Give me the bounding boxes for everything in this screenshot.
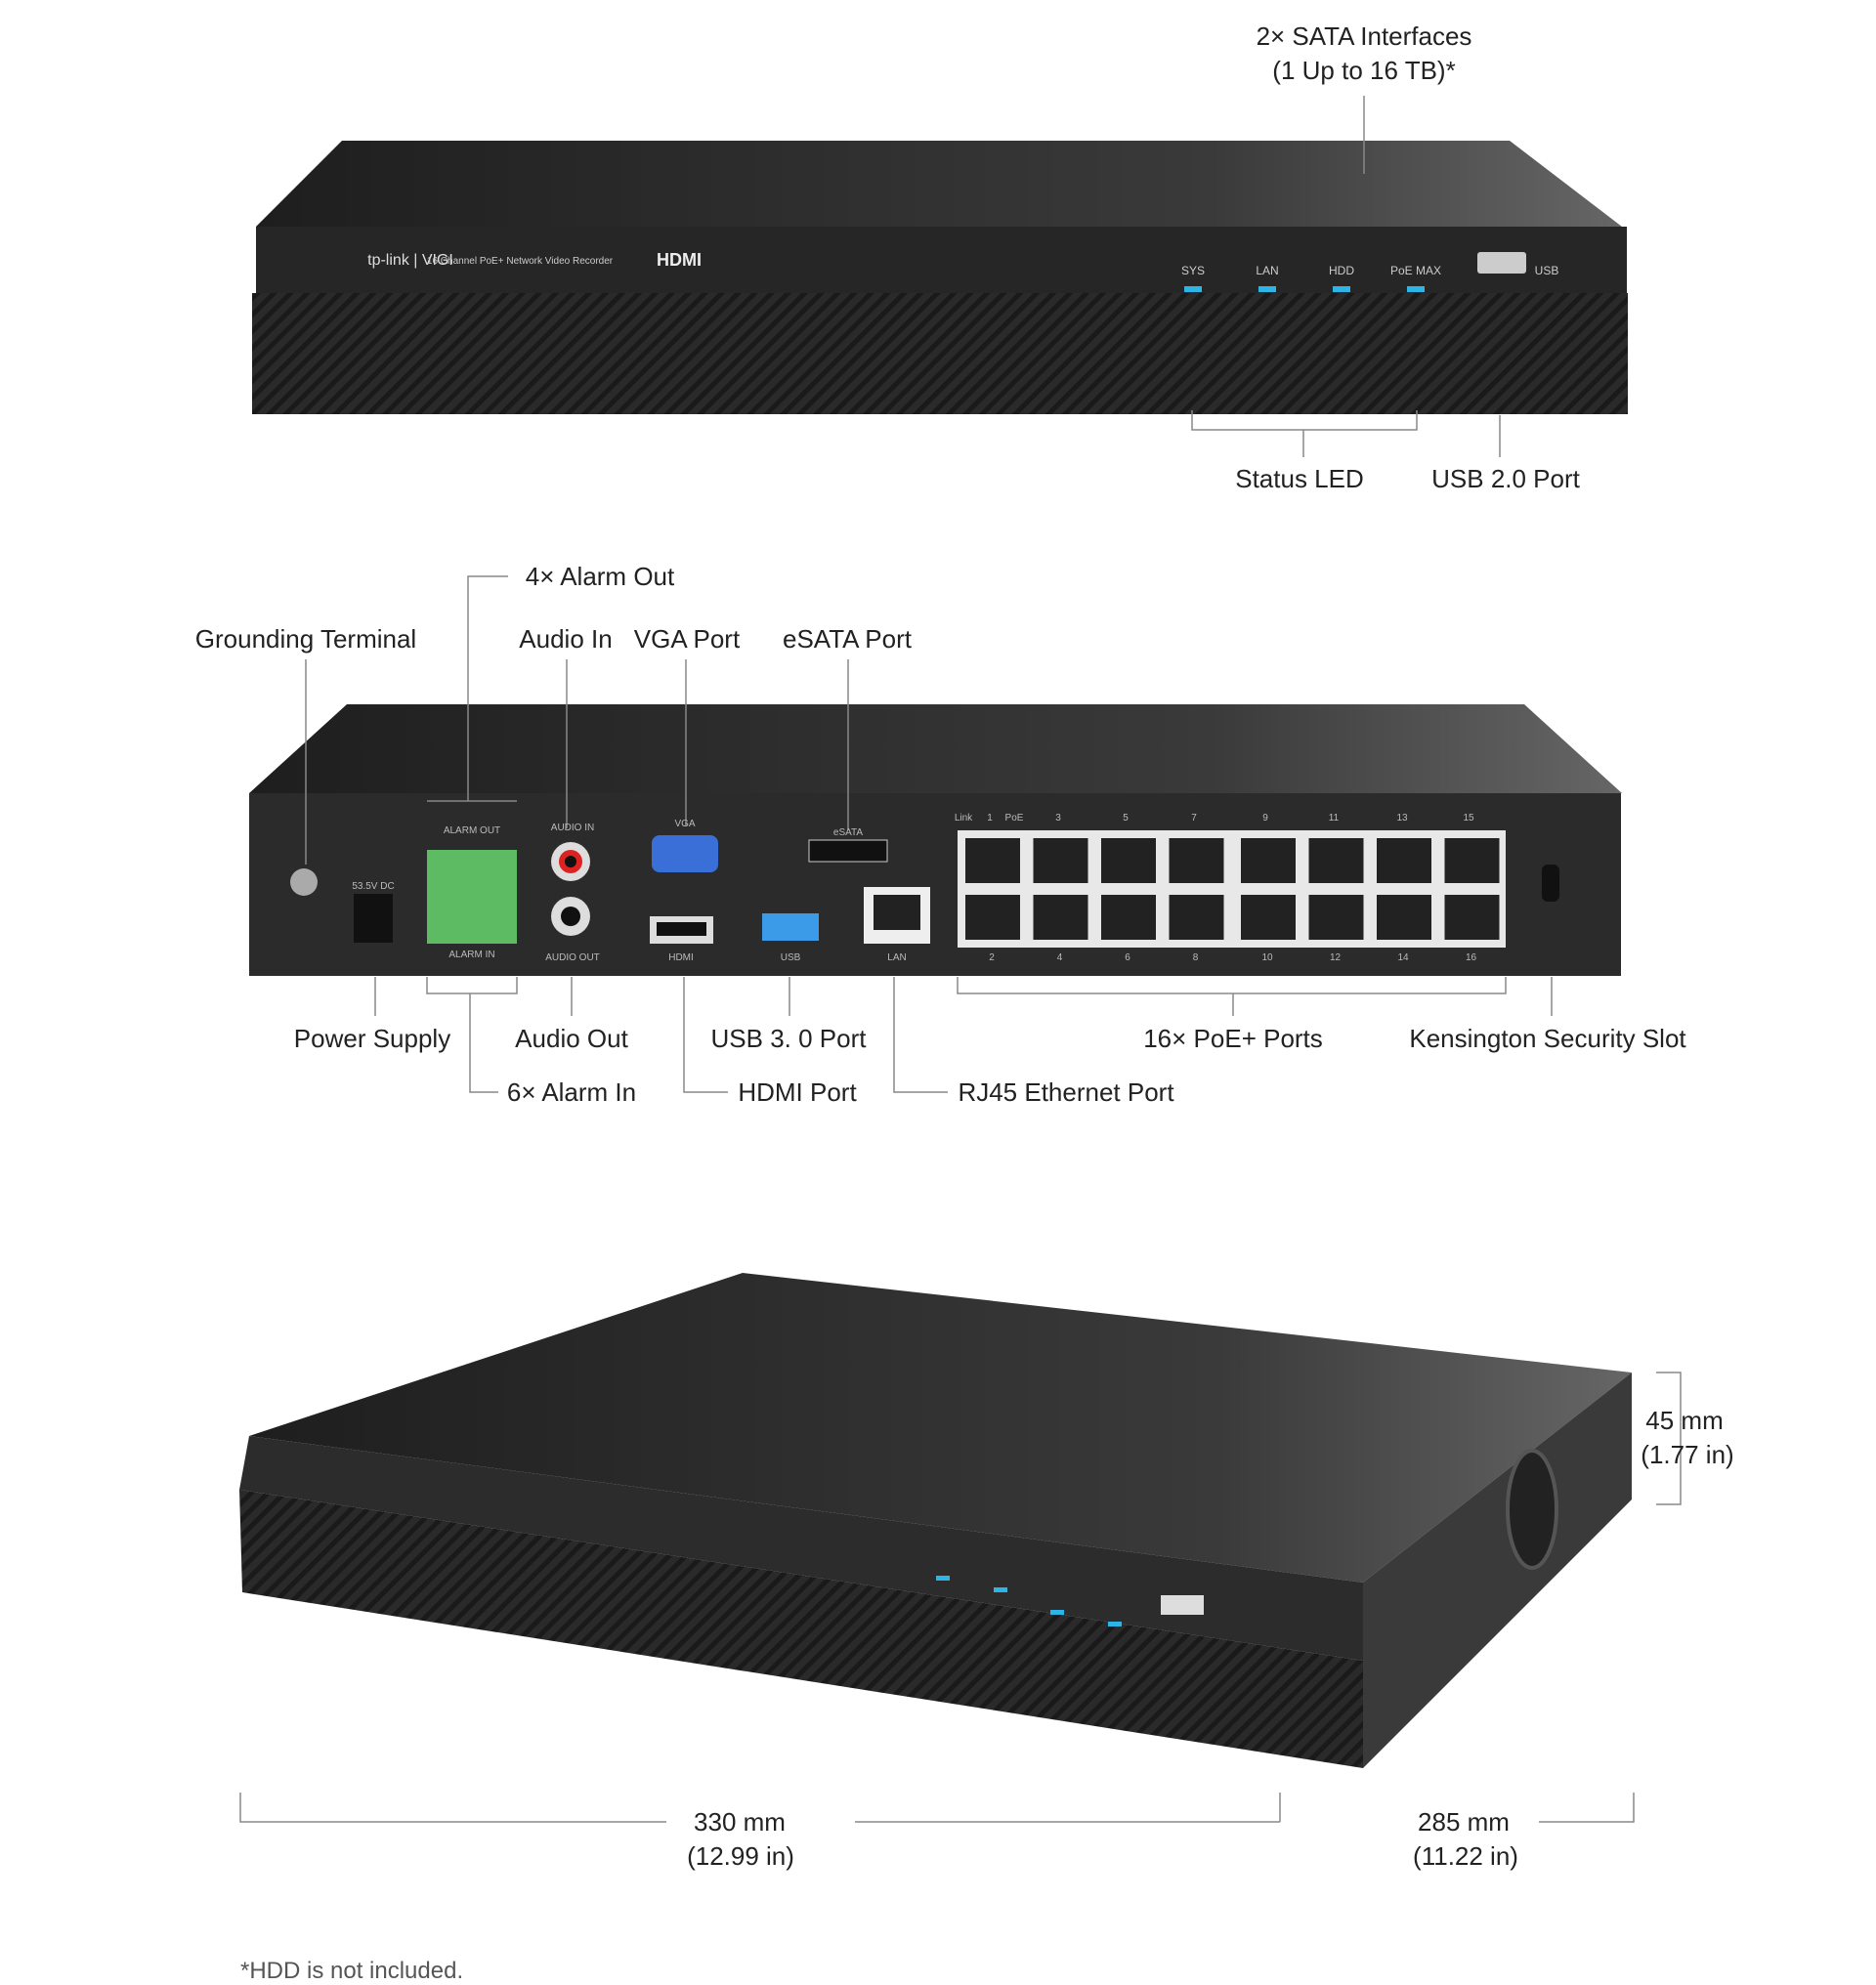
sata-capacity-label: (1 Up to 16 TB)* bbox=[1272, 56, 1456, 85]
poe-max-led bbox=[1407, 286, 1425, 292]
hdmi-port-label: HDMI Port bbox=[738, 1077, 857, 1107]
panel-dc: 53.5V DC bbox=[352, 881, 395, 892]
port-label-bottom: 8 bbox=[1192, 952, 1199, 963]
panel-audio-out: AUDIO OUT bbox=[545, 952, 600, 963]
sys-label: SYS bbox=[1180, 264, 1206, 277]
poe-port-grid bbox=[958, 830, 1506, 948]
port-label-bottom: 2 bbox=[989, 952, 995, 963]
port-label-bottom: 16 bbox=[1465, 952, 1477, 963]
power-supply-label: Power Supply bbox=[293, 1024, 451, 1053]
port-label-bottom: 10 bbox=[1261, 952, 1273, 963]
usb3-port-label: USB 3. 0 Port bbox=[710, 1024, 867, 1053]
poe-port-16 bbox=[1444, 895, 1500, 940]
audio-in-label: Audio In bbox=[519, 624, 613, 654]
audio-out-label: Audio Out bbox=[515, 1024, 628, 1053]
poe-port-10 bbox=[1241, 895, 1296, 940]
grounding-terminal-label: Grounding Terminal bbox=[194, 624, 417, 654]
leader-lines bbox=[239, 96, 1682, 1823]
poe-max-label: PoE MAX bbox=[1389, 264, 1442, 277]
hdd-led bbox=[1333, 286, 1350, 292]
nvr-front-view bbox=[252, 141, 1628, 414]
usb-label: USB bbox=[1534, 264, 1559, 277]
poe-port-8 bbox=[1169, 895, 1224, 940]
poe-port-7 bbox=[1169, 838, 1224, 883]
port-label-bottom: 12 bbox=[1329, 952, 1342, 963]
port-label-top: PoE bbox=[1004, 813, 1024, 824]
port-label-bottom: 4 bbox=[1056, 952, 1063, 963]
depth-mm: 285 mm bbox=[1418, 1807, 1510, 1837]
sata-label: 2× SATA Interfaces bbox=[1256, 21, 1472, 51]
poe-port-3 bbox=[1033, 838, 1088, 883]
width-mm: 330 mm bbox=[694, 1807, 786, 1837]
port-label-top: 9 bbox=[1262, 813, 1268, 824]
kensington-slot bbox=[1542, 865, 1559, 902]
nvr-rear-view bbox=[249, 704, 1622, 976]
poe-port-4 bbox=[1033, 895, 1088, 940]
led-row bbox=[1184, 286, 1425, 292]
panel-hdmi: HDMI bbox=[668, 952, 694, 963]
esata-port bbox=[808, 839, 888, 863]
port-label-top: 1 bbox=[987, 813, 993, 824]
lan-label: LAN bbox=[1256, 264, 1279, 277]
footnote: *HDD is not included. bbox=[240, 1958, 464, 1984]
poe-port-12 bbox=[1308, 895, 1364, 940]
alarm-out-label: 4× Alarm Out bbox=[525, 562, 675, 591]
poe-port-5 bbox=[1101, 838, 1156, 883]
esata-port-label: eSATA Port bbox=[783, 624, 912, 654]
rj45-port-label: RJ45 Ethernet Port bbox=[958, 1077, 1174, 1107]
alarm-in-label: 6× Alarm In bbox=[506, 1077, 637, 1107]
poe-ports-label: 16× PoE+ Ports bbox=[1143, 1024, 1323, 1053]
vga-port-label: VGA Port bbox=[633, 624, 741, 654]
port-label-top: 15 bbox=[1463, 813, 1474, 824]
height-in: (1.77 in) bbox=[1641, 1440, 1734, 1469]
usb2-port-label: USB 2.0 Port bbox=[1431, 464, 1580, 493]
port-label-top: 3 bbox=[1055, 813, 1061, 824]
dc-jack bbox=[354, 894, 393, 943]
panel-audio-in: AUDIO IN bbox=[550, 823, 595, 833]
panel-alarm-out: ALARM OUT bbox=[443, 825, 501, 836]
alarm-terminal-block bbox=[427, 850, 517, 944]
poe-port-9 bbox=[1241, 838, 1296, 883]
panel-lan: LAN bbox=[887, 952, 907, 963]
depth-in: (11.22 in) bbox=[1413, 1841, 1518, 1871]
lan-port bbox=[874, 895, 920, 930]
port-label-top: 5 bbox=[1123, 813, 1129, 824]
port-label-bottom: 14 bbox=[1397, 952, 1409, 963]
vga-port bbox=[652, 835, 718, 872]
poe-port-15 bbox=[1444, 838, 1500, 883]
port-label-top: Link bbox=[954, 813, 973, 824]
port-label-top: 11 bbox=[1328, 813, 1340, 824]
kensington-slot-label: Kensington Security Slot bbox=[1409, 1024, 1686, 1053]
nvr-perspective-view bbox=[239, 1273, 1632, 1768]
width-in: (12.99 in) bbox=[687, 1841, 794, 1871]
port-label-top: 7 bbox=[1191, 813, 1197, 824]
panel-usb: USB bbox=[780, 952, 801, 963]
port-label-bottom: 6 bbox=[1125, 952, 1130, 963]
sys-led bbox=[1184, 286, 1202, 292]
poe-port-14 bbox=[1377, 895, 1431, 940]
poe-port-13 bbox=[1377, 838, 1431, 883]
usb3-port bbox=[762, 913, 819, 941]
panel-vga: VGA bbox=[674, 819, 696, 829]
model-text: 16 Channel PoE+ Network Video Recorder bbox=[426, 256, 614, 267]
poe-port-2 bbox=[965, 895, 1020, 940]
poe-port-1 bbox=[965, 838, 1020, 883]
poe-port-6 bbox=[1101, 895, 1156, 940]
port-label-top: 13 bbox=[1396, 813, 1408, 824]
usb2-port bbox=[1477, 252, 1526, 274]
hdmi-logo: HDMI bbox=[657, 250, 702, 270]
brand-logo: tp-link | VIGI bbox=[367, 252, 453, 269]
panel-esata: eSATA bbox=[832, 827, 864, 838]
grounding-terminal bbox=[290, 868, 318, 896]
height-mm: 45 mm bbox=[1645, 1406, 1724, 1435]
hdd-label: HDD bbox=[1329, 264, 1354, 277]
status-led-label: Status LED bbox=[1235, 464, 1364, 493]
poe-port-11 bbox=[1308, 838, 1364, 883]
panel-alarm-in: ALARM IN bbox=[448, 950, 495, 960]
lan-led bbox=[1258, 286, 1276, 292]
